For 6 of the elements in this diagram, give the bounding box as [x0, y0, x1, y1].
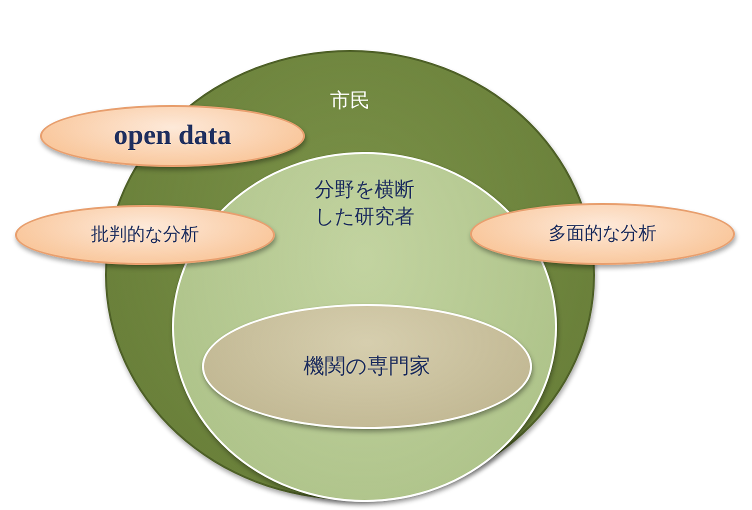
shape-label: 機関の専門家: [304, 353, 430, 380]
shape-label: 分野を横断した研究者: [314, 176, 416, 230]
shape-label: 批判的な分析: [91, 222, 199, 247]
shape-label: 多面的な分析: [548, 222, 656, 246]
shape-label: open data: [114, 119, 232, 154]
shape-label: 市民: [329, 87, 371, 114]
